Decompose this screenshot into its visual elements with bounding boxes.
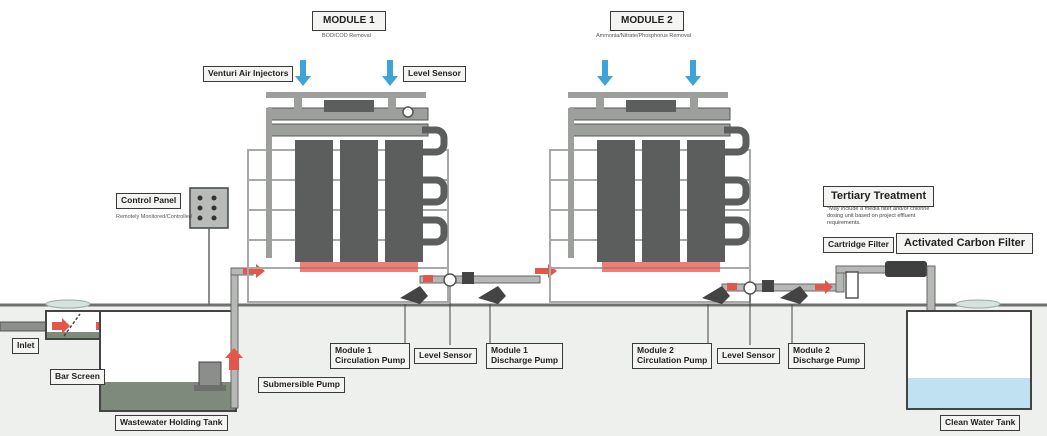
wastewater-holding-tank-label: Wastewater Holding Tank <box>115 415 228 431</box>
venturi-arrow-icon <box>295 60 311 86</box>
level-sensor-top-label: Level Sensor <box>403 66 466 82</box>
module-1-title: MODULE 1 <box>312 11 386 31</box>
module-1-subtitle: BOD/COD Removal <box>322 33 371 40</box>
venturi-arrow-icon <box>382 60 398 86</box>
module-2-discharge-pump-label: Module 2 Discharge Pump <box>788 343 865 369</box>
cartridge-filter-icon <box>846 272 858 298</box>
clean-water <box>908 378 1030 408</box>
inlet-label: Inlet <box>12 338 39 354</box>
pump-icon <box>478 286 506 304</box>
cartridge-filter-label: Cartridge Filter <box>823 237 894 253</box>
activated-carbon-filter-label: Activated Carbon Filter <box>896 233 1033 254</box>
control-panel-label: Control Panel <box>116 193 181 209</box>
submersible-pump-label: Submersible Pump <box>258 377 345 393</box>
module-1-reactor <box>248 92 448 302</box>
module-2-level-sensor-label: Level Sensor <box>717 348 780 364</box>
tertiary-treatment-label: Tertiary Treatment <box>823 186 934 207</box>
module-2-circulation-pump-label: Module 2 Circulation Pump <box>632 343 712 369</box>
flow-arrow-icon <box>423 275 433 282</box>
riser-pipe <box>231 268 238 408</box>
control-panel-icon <box>190 188 228 228</box>
module-2-subtitle: Ammonia/Nitrate/Phosphorus Removal <box>596 33 691 40</box>
module-2-reactor <box>550 92 750 302</box>
submersible-pump-icon <box>199 362 221 388</box>
tertiary-note: *May include a media filter and/or chlor… <box>827 206 947 227</box>
clean-water-tank-label: Clean Water Tank <box>940 415 1020 431</box>
module-1-circulation-pump-label: Module 1 Circulation Pump <box>330 343 410 369</box>
venturi-air-injectors-label: Venturi Air Injectors <box>203 66 293 82</box>
manhole-right <box>956 300 1000 308</box>
carbon-filter-icon <box>885 261 927 277</box>
module-2-title: MODULE 2 <box>610 11 684 31</box>
flow-arrow-icon <box>727 283 737 290</box>
inlet-pipe <box>0 322 52 331</box>
manhole-left <box>46 300 90 308</box>
control-panel-subtitle: Remotely Monitored/Controlled <box>116 214 192 221</box>
venturi-arrow-icon <box>597 60 613 86</box>
venturi-arrow-icon <box>685 60 701 86</box>
flow-arrow-icon <box>243 264 265 278</box>
flow-arrow-icon <box>815 280 833 294</box>
bar-screen-label: Bar Screen <box>50 369 105 385</box>
module-1-discharge-pump-label: Module 1 Discharge Pump <box>486 343 563 369</box>
level-sensor-icon <box>403 107 413 117</box>
module-1-level-sensor-label: Level Sensor <box>414 348 477 364</box>
